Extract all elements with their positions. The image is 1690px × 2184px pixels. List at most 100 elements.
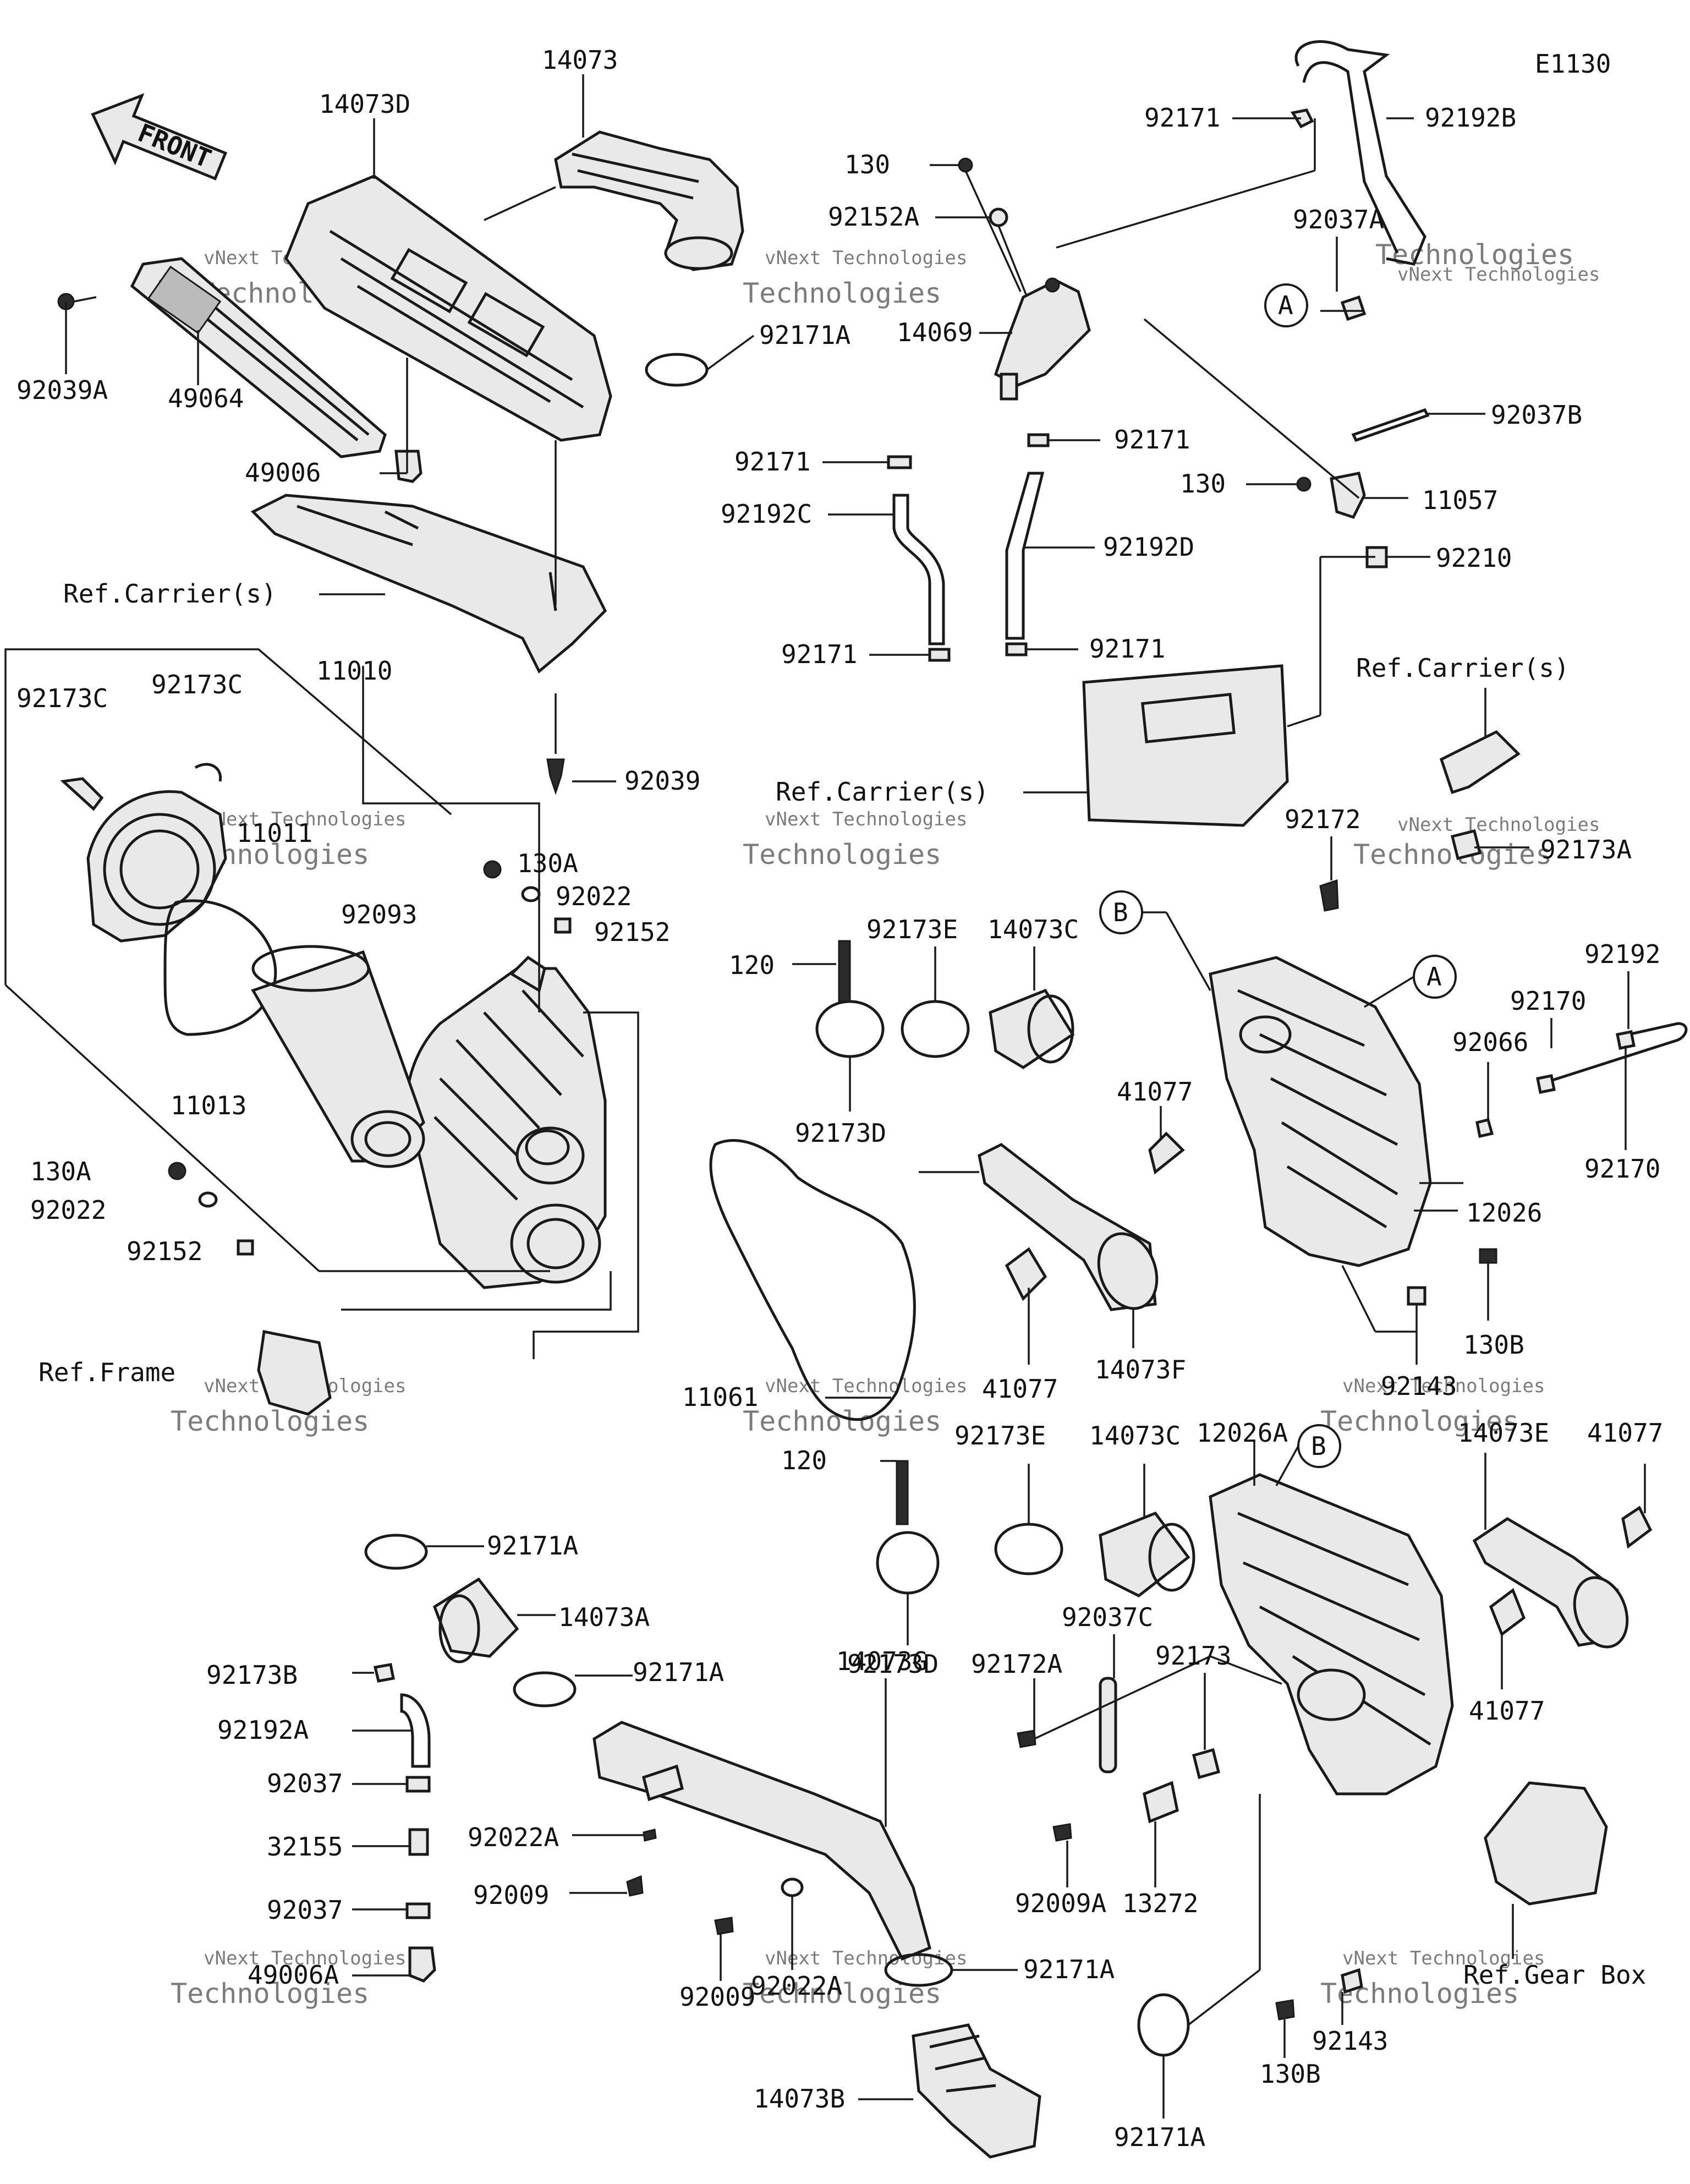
label-92037C: 92037C xyxy=(1062,1602,1153,1632)
screw-92009-a xyxy=(626,1875,644,1897)
hose-92192C xyxy=(892,494,945,645)
band-92037B xyxy=(1351,408,1430,442)
label-92171A-1: 92171A xyxy=(759,320,851,350)
label-41077-3: 41077 xyxy=(1587,1418,1663,1448)
clip-92066 xyxy=(1475,1118,1494,1138)
label-92171A-5: 92171A xyxy=(1114,2122,1205,2152)
carrier-bracket xyxy=(250,494,607,674)
watermark: Technologies xyxy=(1353,839,1552,871)
duct-14073E xyxy=(1472,1517,1629,1649)
label-92173: 92173 xyxy=(1155,1641,1231,1671)
label-ref-carrier-3: Ref.Carrier(s) xyxy=(776,777,989,807)
label-130-1: 130 xyxy=(844,150,890,179)
clamp-92173E-upper xyxy=(901,1000,970,1058)
watermark: Technologies xyxy=(1375,239,1574,271)
label-92173D-2: 92173D xyxy=(847,1649,939,1679)
label-92192B: 92192B xyxy=(1425,103,1516,133)
clip-92037-b xyxy=(405,1902,431,1919)
ref-circle-a-1: A xyxy=(1264,283,1308,327)
hose-92192D xyxy=(1005,472,1045,640)
label-92192A: 92192A xyxy=(217,1715,309,1745)
label-92037A: 92037A xyxy=(1293,205,1384,234)
collar-92143 xyxy=(1407,1286,1426,1306)
ref-letter: B xyxy=(1311,1431,1326,1461)
watermark: vNext Technologies xyxy=(204,1947,406,1969)
label-41077-1: 41077 xyxy=(1117,1077,1193,1107)
hose-joint-32155 xyxy=(408,1828,429,1856)
label-92152-2: 92152 xyxy=(127,1236,202,1266)
screw-92172A xyxy=(1017,1729,1036,1748)
air-duct-box-12026 xyxy=(1209,956,1432,1267)
label-92171-r2: 92171 xyxy=(1089,634,1165,664)
hose-92192B xyxy=(1294,40,1426,266)
ref-letter: B xyxy=(1113,897,1128,927)
label-92173B: 92173B xyxy=(206,1660,298,1690)
label-ref-gearbox: Ref.Gear Box xyxy=(1463,1960,1646,1990)
clamp-92171A-bottom-2 xyxy=(1137,1993,1190,2057)
seal-11061 xyxy=(709,1139,916,1421)
label-92037-2: 92037 xyxy=(267,1895,343,1925)
clip-92037A xyxy=(1340,295,1367,321)
joint-14073A xyxy=(432,1577,519,1663)
air-cleaner-cover-11011 xyxy=(86,790,227,943)
plate-13272 xyxy=(1143,1781,1179,1824)
label-92009-2: 92009 xyxy=(679,1982,755,2012)
label-14073G: 14073G xyxy=(836,1646,928,1676)
bolt-130B-b xyxy=(1275,1999,1295,2021)
label-92171A-3: 92171A xyxy=(633,1657,724,1687)
elbow-14073B xyxy=(912,2023,1041,2159)
bolt-92039A xyxy=(57,293,97,310)
frame-ref xyxy=(257,1330,332,1416)
leader-lines xyxy=(4,74,1646,2119)
label-92037B: 92037B xyxy=(1491,400,1582,430)
label-92022-1: 92022 xyxy=(556,882,632,911)
label-92172A: 92172A xyxy=(971,1649,1062,1679)
ref-circle-b-2: B xyxy=(1297,1424,1341,1468)
label-92039: 92039 xyxy=(624,766,700,796)
label-120-2: 120 xyxy=(781,1446,827,1475)
air-duct-box-12026A xyxy=(1209,1473,1454,1796)
label-ref-carrier-2: Ref.Carrier(s) xyxy=(1356,653,1570,683)
watermark: vNext Technologies xyxy=(765,247,967,269)
label-92022A-1: 92022A xyxy=(468,1822,559,1852)
label-92173C-2: 92173C xyxy=(151,670,243,699)
label-92152-1: 92152 xyxy=(594,917,670,947)
label-92022-2: 92022 xyxy=(30,1195,106,1225)
clip-92173B xyxy=(373,1663,395,1683)
label-92143-2: 92143 xyxy=(1312,2026,1388,2056)
label-92172: 92172 xyxy=(1285,804,1360,834)
watermark: vNext Technologies xyxy=(765,1947,967,1969)
label-13272: 13272 xyxy=(1122,1889,1198,1918)
washer-92022 xyxy=(521,886,541,902)
clamp-92173D-upper xyxy=(815,1000,885,1058)
label-92066: 92066 xyxy=(1452,1027,1528,1057)
bracket-11057 xyxy=(1330,472,1366,519)
label-92022A-2: 92022A xyxy=(751,1971,842,2001)
collar-92152-b xyxy=(237,1239,254,1256)
label-92009-1: 92009 xyxy=(473,1880,549,1910)
label-130B-2: 130B xyxy=(1260,2059,1321,2089)
watermark: Technologies xyxy=(171,1405,369,1437)
watermark: vNext Technologies xyxy=(765,1375,967,1397)
watermark: Technologies xyxy=(743,839,941,871)
filter-screen-49064 xyxy=(130,257,387,458)
clip-92173C-a xyxy=(60,777,104,811)
label-92171-l1: 92171 xyxy=(734,447,810,477)
label-92171-top: 92171 xyxy=(1144,103,1220,133)
hose-92192 xyxy=(1540,1022,1688,1086)
ref-circle-b-1: B xyxy=(1099,890,1143,934)
carrier-panel-right xyxy=(1082,664,1289,827)
clip-92173A xyxy=(1450,829,1482,861)
label-92173A: 92173A xyxy=(1540,835,1632,864)
label-92009A: 92009A xyxy=(1015,1889,1106,1918)
label-32155: 32155 xyxy=(267,1832,343,1862)
label-14073D: 14073D xyxy=(319,89,410,119)
gearbox-ref xyxy=(1484,1781,1608,1906)
label-92173E-1: 92173E xyxy=(866,915,958,944)
label-92170-1: 92170 xyxy=(1510,986,1586,1016)
air-cleaner-cover-14073D xyxy=(284,174,612,442)
ref-letter: A xyxy=(1278,291,1293,320)
clip-41077-d xyxy=(1489,1588,1526,1636)
label-130-2: 130 xyxy=(1180,469,1226,499)
clip-92171-l2 xyxy=(928,648,951,662)
